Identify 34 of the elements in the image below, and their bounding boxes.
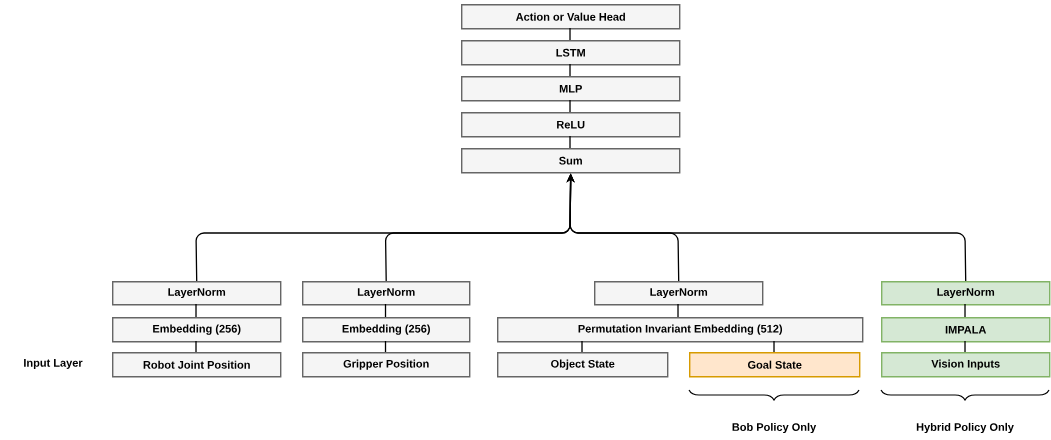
layer-box: MLP xyxy=(461,76,681,102)
text-label: Bob Policy Only xyxy=(732,422,817,434)
text-label: Input Layer xyxy=(24,359,83,369)
layer-box: Embedding (256) xyxy=(112,317,282,343)
layer-box: Embedding (256) xyxy=(302,317,471,343)
layer-box: Vision Inputs xyxy=(881,352,1051,378)
layer-box: Goal State xyxy=(689,352,861,378)
layer-box: Sum xyxy=(461,148,681,174)
layer-box: Action or Value Head xyxy=(461,4,681,30)
layer-box: ReLU xyxy=(461,112,681,138)
layer-box: Robot Joint Position xyxy=(112,352,282,378)
connector xyxy=(964,303,966,318)
layer-box: Permutation Invariant Embedding (512) xyxy=(497,317,864,343)
text-label: Hybrid Policy Only xyxy=(916,422,1014,434)
connector xyxy=(569,27,571,41)
layer-box: Object State xyxy=(497,352,669,378)
layer-box: LSTM xyxy=(461,40,681,66)
connector xyxy=(581,340,583,353)
connector xyxy=(569,99,571,113)
layer-box: LayerNorm xyxy=(112,281,282,306)
connector xyxy=(195,303,197,318)
layer-box: Gripper Position xyxy=(302,352,471,378)
connector xyxy=(964,340,966,353)
connector xyxy=(773,340,775,353)
layer-box: LayerNorm xyxy=(594,281,764,306)
connector xyxy=(677,303,679,318)
layer-box: IMPALA xyxy=(881,317,1051,343)
connector xyxy=(384,303,387,318)
connector xyxy=(195,340,197,353)
layer-box: LayerNorm xyxy=(302,281,471,306)
connector xyxy=(569,63,571,77)
connector xyxy=(569,135,571,149)
layer-box: LayerNorm xyxy=(881,281,1051,306)
connector xyxy=(384,340,387,353)
